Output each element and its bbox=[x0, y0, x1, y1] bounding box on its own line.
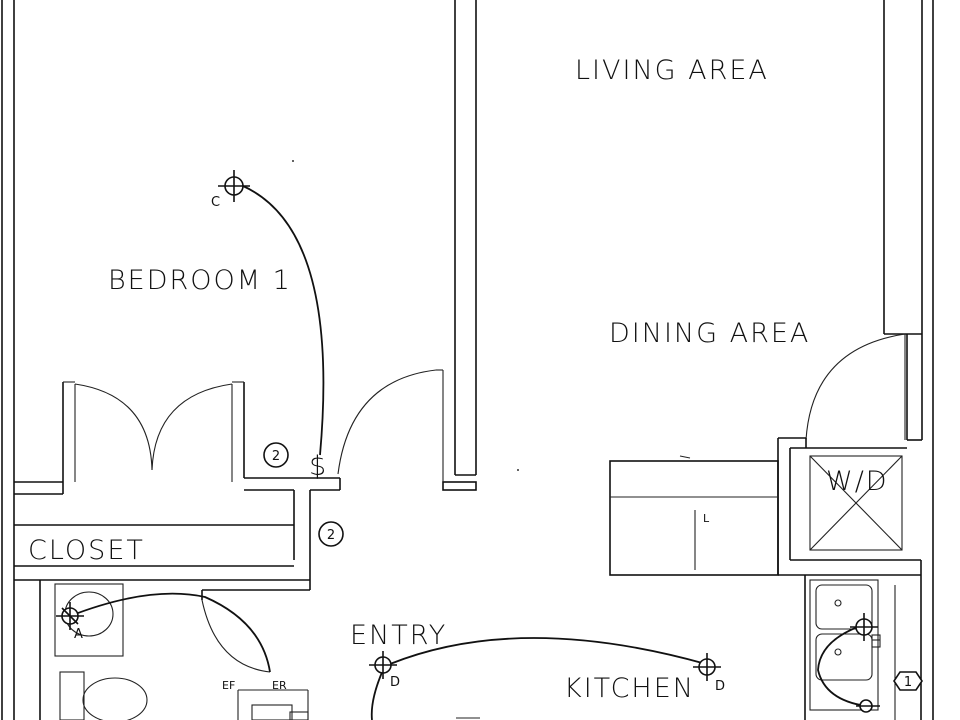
speck bbox=[292, 160, 294, 162]
sink-wire bbox=[817, 624, 867, 707]
bath-ceiling-light-icon bbox=[56, 602, 84, 630]
kitchen-sink bbox=[804, 575, 896, 720]
kitchen-fixture-tag: D bbox=[715, 679, 725, 694]
entry-fixture-tag: D bbox=[390, 675, 400, 690]
kitchen-counter bbox=[609, 455, 779, 576]
dining-area-label: DINING AREA bbox=[609, 318, 810, 349]
entry-label: ENTRY bbox=[350, 620, 447, 651]
sink-switch-icon bbox=[856, 699, 880, 713]
entry-light-icon bbox=[369, 651, 397, 679]
bedroom-fixture-tag: C bbox=[211, 195, 220, 210]
bath-fixture-tag: A bbox=[74, 627, 83, 642]
exterior-walls bbox=[1, 0, 934, 720]
bedroom-circle-number: 2 bbox=[272, 449, 280, 464]
washer-dryer-label: W/D bbox=[826, 466, 889, 497]
entry-circle-marker: 2 bbox=[318, 521, 344, 547]
entry-down-wire bbox=[370, 669, 384, 720]
bedroom-circle-marker: 2 bbox=[263, 442, 289, 468]
wiring bbox=[69, 185, 867, 720]
exhaust-fan-label: EF bbox=[222, 679, 235, 692]
speck bbox=[517, 469, 519, 471]
living-area-label: LIVING AREA bbox=[575, 55, 769, 86]
bathroom-fixtures bbox=[54, 583, 309, 720]
bath-wire bbox=[69, 592, 271, 673]
kitchen-light-icon bbox=[693, 653, 721, 681]
bedroom-switch-symbol: $ bbox=[309, 451, 328, 482]
washer-dryer bbox=[809, 455, 903, 551]
kitchen-label: KITCHEN bbox=[564, 673, 695, 704]
bedroom-living-partition bbox=[442, 0, 477, 491]
er-label: ER bbox=[272, 679, 287, 692]
laundry-door bbox=[777, 333, 921, 576]
kitchen-hex-marker: 1 bbox=[893, 671, 923, 691]
entry-circle-number: 2 bbox=[327, 528, 335, 543]
closet-walls bbox=[14, 382, 341, 720]
entry-kitchen-wire bbox=[389, 637, 707, 665]
living-right-partition bbox=[883, 0, 922, 441]
bedroom-1-label: BEDROOM 1 bbox=[108, 265, 292, 296]
closet-doors bbox=[63, 381, 244, 482]
counter-l-tag: L bbox=[703, 512, 710, 525]
bedroom-door bbox=[337, 369, 444, 482]
bedroom-ceiling-light-icon bbox=[218, 170, 250, 202]
kitchen-hex-number: 1 bbox=[904, 675, 912, 690]
closet-label: CLOSET bbox=[28, 535, 145, 566]
sink-light-icon bbox=[850, 613, 878, 641]
bedroom-wire bbox=[242, 185, 325, 456]
